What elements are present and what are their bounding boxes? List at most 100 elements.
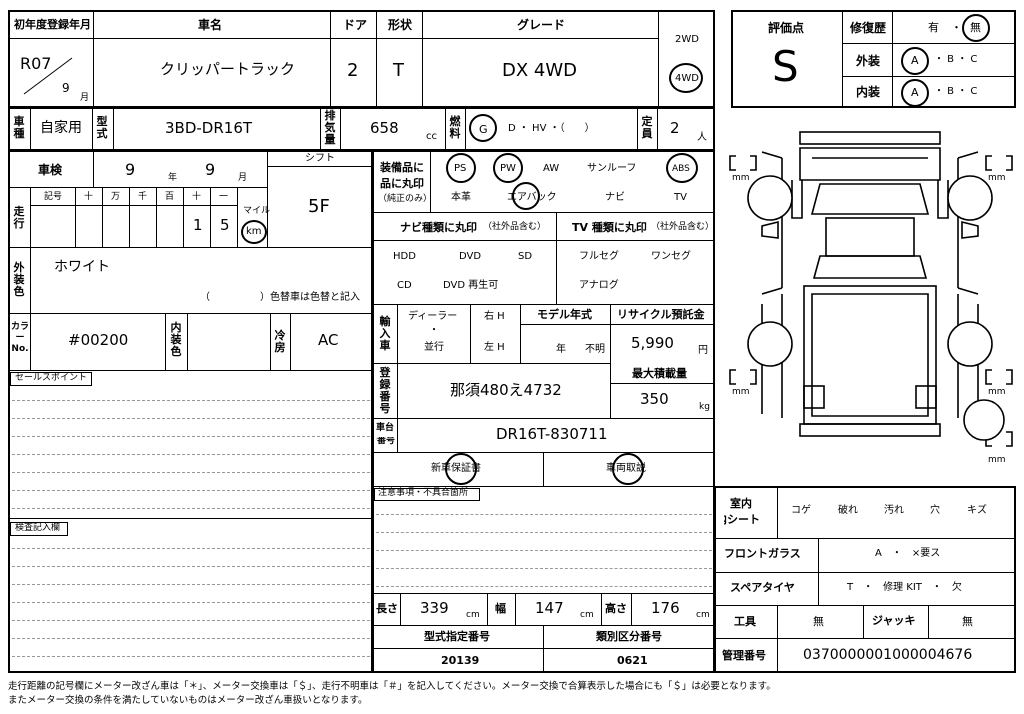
mm-label-spare: mm	[988, 455, 1006, 465]
grade-value: DX 4WD	[502, 60, 578, 81]
navi-hdd: HDD	[393, 251, 416, 262]
fuel-label: 燃料	[449, 115, 461, 140]
import-left: 左 H	[484, 342, 505, 353]
shift-value: 5F	[308, 196, 330, 217]
mileage-mile: マイル	[243, 206, 271, 216]
equipment-label-1: 装備品に	[380, 161, 424, 174]
drive-4wd-circle	[669, 63, 703, 93]
seat-opt-3: 穴	[930, 505, 940, 516]
seat-opt-2: 汚れ	[884, 505, 904, 516]
mgmt-label: 管理番号	[722, 649, 766, 662]
car-name-label: 車名	[198, 18, 223, 32]
import-dot: ・	[429, 325, 439, 336]
shape-value: T	[393, 60, 404, 81]
grade-label: グレード	[517, 18, 566, 32]
navi-dvd-play: DVD 再生可	[443, 280, 499, 291]
category-label: 類別区分番号	[596, 630, 662, 643]
notes-tab	[374, 488, 480, 501]
max-load-value: 350	[640, 390, 669, 408]
model-value: 3BD-DR16T	[165, 119, 253, 137]
mgmt-value: 0370000001000004676	[803, 647, 973, 663]
ac-label: 冷房	[274, 329, 286, 354]
inspection-year-unit: 年	[168, 173, 178, 183]
footer-line-2: またメーター交換の条件を満たしていないものはメーター改ざん車扱いとなります。	[8, 695, 368, 706]
first-reg-year: R07	[20, 54, 52, 73]
first-reg-month: 9	[62, 81, 70, 95]
diagonal-slash	[23, 57, 73, 95]
door-value: 2	[347, 60, 359, 81]
right-table	[714, 486, 1016, 673]
mileage-unit-3: 百	[165, 192, 175, 202]
fuel-g-circle	[469, 114, 497, 142]
inspector-tab	[10, 522, 68, 536]
spare-opts: T ・ 修理 KIT ・ 欠	[847, 582, 962, 593]
equip-sunroof: サンルーフ	[587, 163, 637, 174]
category-value: 0621	[617, 654, 648, 667]
import-right: 右 H	[484, 311, 505, 322]
exterior-label: 外装	[856, 54, 881, 68]
chassis-label-1: 車台	[376, 423, 395, 433]
capacity-label: 定員	[641, 115, 653, 140]
color-code-value: #00200	[68, 331, 129, 349]
equipment-label: 装備品に丸印	[380, 178, 424, 189]
first-reg-label: 初年度登録年月	[14, 18, 91, 31]
windshield-label: フロントガラス	[724, 547, 801, 560]
spec-row	[8, 107, 715, 151]
capacity-value: 2	[670, 119, 680, 137]
capacity-unit: 人	[697, 132, 707, 143]
mileage-symbol-label: 記号	[44, 192, 63, 202]
length-label: 長さ	[376, 602, 398, 615]
navi-cd: CD	[397, 280, 412, 291]
mileage-digit-5: 5	[220, 216, 230, 234]
displacement-value: 658	[370, 119, 399, 137]
jack-value: 無	[962, 615, 973, 628]
length-unit: cm	[466, 610, 480, 620]
exterior-grade-rest: ・ B ・ C	[934, 54, 978, 65]
seat-opt-1: 破れ	[838, 505, 858, 516]
mm-label-rl: mm	[732, 387, 750, 397]
color-value: ホワイト	[54, 259, 110, 275]
mm-label-fl: mm	[732, 173, 750, 183]
max-load-unit: kg	[699, 402, 710, 412]
equip-airbag-circle	[512, 182, 540, 210]
registration-label: 登録番号	[379, 366, 391, 415]
interior-color-label: 内装色	[170, 321, 182, 358]
notes-label: 注意事項・不具合箇所	[378, 488, 469, 498]
import-label: 輸入車	[379, 315, 391, 352]
equip-pw-circle	[493, 153, 523, 183]
import-parallel: 並行	[424, 342, 444, 353]
navi-dvd: DVD	[459, 251, 482, 262]
type-designation-label: 型式指定番号	[424, 630, 490, 643]
seat-opt-4: キズ	[967, 505, 987, 516]
shift-label: シフト	[305, 153, 335, 164]
usage-value: 自家用	[40, 120, 82, 136]
seat-opt-0: コゲ	[791, 505, 811, 516]
tv-fullseg: フルセグ	[579, 251, 619, 262]
jack-label: ジャッキ	[872, 614, 916, 627]
car-damage-diagram: mm mm mm mm mm	[729, 131, 1013, 465]
left-column	[8, 150, 373, 673]
mileage-unit-4: 十	[192, 192, 202, 202]
windshield-opts: A ・ ×要ス	[875, 548, 941, 559]
model-label: 型式	[96, 115, 108, 140]
fuel-options: D ・ HV ・（ ）	[508, 123, 595, 134]
equipment-sub: （純正のみ）	[378, 194, 433, 204]
inspector-label: 検査記入欄	[15, 523, 61, 533]
score-label: 評価点	[768, 21, 805, 35]
model-year-label: モデル年式	[537, 308, 592, 321]
equip-tv: TV	[674, 192, 687, 203]
tv-oneseg: ワンセグ	[651, 251, 691, 262]
recycle-label: リサイクル預託金	[617, 308, 705, 321]
color-note: （ ）色替車は色替と記入	[200, 292, 360, 303]
registration-value: 那須480え4732	[450, 381, 562, 399]
evaluation-box	[731, 10, 1016, 108]
tools-label: 工具	[734, 615, 756, 628]
displacement-label: 排気量	[324, 109, 336, 146]
car-name: クリッパートラック	[160, 60, 296, 78]
recycle-value: 5,990	[631, 334, 674, 352]
model-year-unit: 年	[556, 344, 566, 355]
footer-line-1: 走行距離の記号欄にメーター改ざん車は「＊」、メーター交換車は「＄」、走行不明車は…	[8, 681, 776, 692]
max-load-label: 最大積載量	[632, 367, 687, 380]
seat-label-1: 室内	[730, 497, 752, 510]
